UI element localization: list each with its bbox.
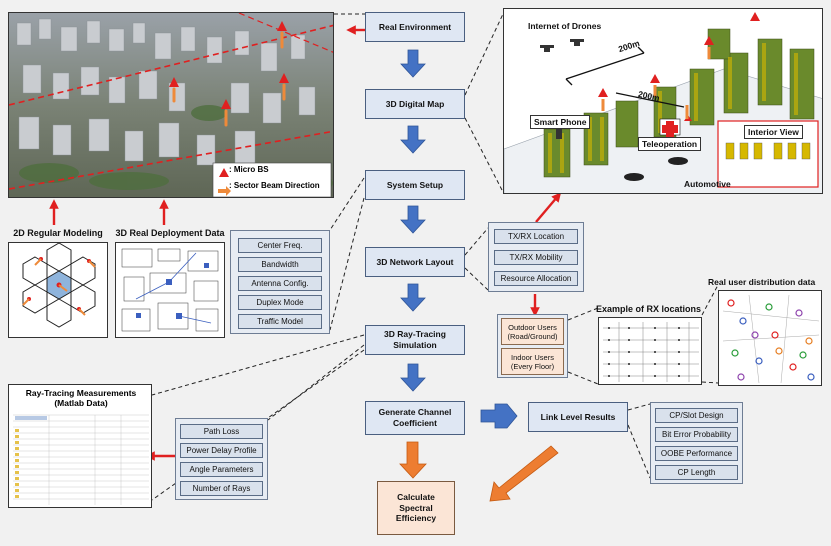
ray-tracing-box: 3D Ray-Tracing Simulation	[365, 325, 465, 355]
oobe-performance-item: OOBE Performance	[655, 446, 738, 461]
spectral-efficiency-box: Calculate Spectral Efficiency	[377, 481, 455, 535]
number-of-rays-item: Number of Rays	[180, 481, 263, 496]
system-setup-box: System Setup	[365, 170, 465, 200]
bandwidth-item: Bandwidth	[238, 257, 322, 272]
traffic-model-item: Traffic Model	[238, 314, 322, 329]
path-loss-item: Path Loss	[180, 424, 263, 439]
user-distribution-image	[718, 290, 822, 386]
channel-coefficient-box: Generate Channel Coefficient	[365, 401, 465, 435]
deployment-map-image	[115, 242, 225, 338]
aerial-photo: : Micro BS : Sector Beam Direction	[8, 12, 334, 198]
cp-length-item: CP Length	[655, 465, 738, 480]
angle-parameters-item: Angle Parameters	[180, 462, 263, 477]
interior-view-label: Interior View	[744, 125, 803, 139]
sector-beam-legend: : Sector Beam Direction	[229, 181, 320, 190]
link-level-box: Link Level Results	[528, 402, 628, 432]
real-deployment-label: 3D Real Deployment Data	[115, 228, 225, 238]
automotive-label: Automotive	[684, 179, 731, 189]
power-delay-profile-item: Power Delay Profile	[180, 443, 263, 458]
txrx-location-item: TX/RX Location	[494, 229, 578, 244]
duplex-mode-item: Duplex Mode	[238, 295, 322, 310]
micro-bs-legend: : Micro BS	[229, 165, 269, 174]
outdoor-users-item: Outdoor Users (Road/Ground)	[501, 318, 564, 345]
final-arrows	[399, 441, 559, 502]
user-distribution-label: Real user distribution data	[708, 277, 816, 287]
resource-allocation-item: Resource Allocation	[494, 271, 578, 286]
antenna-config-item: Antenna Config.	[238, 276, 322, 291]
center-freq-item: Center Freq.	[238, 238, 322, 253]
indoor-users-item: Indoor Users (Every Floor)	[501, 348, 564, 375]
rx-locations-image	[598, 317, 702, 385]
internet-of-drones-label: Internet of Drones	[528, 21, 602, 31]
hexagon-model-image	[8, 242, 108, 338]
measurements-pane: Ray-Tracing Measurements (Matlab Data)	[8, 384, 152, 508]
smart-phone-label: Smart Phone	[530, 115, 591, 129]
teleoperation-label: Teleoperation	[638, 137, 702, 151]
rx-locations-label: Example of RX locations	[596, 304, 702, 314]
bit-error-probability-item: Bit Error Probability	[655, 427, 738, 442]
measurements-title: Ray-Tracing Measurements (Matlab Data)	[25, 388, 137, 409]
txrx-mobility-item: TX/RX Mobility	[494, 250, 578, 265]
network-layout-box: 3D Network Layout	[365, 247, 465, 277]
real-environment-box: Real Environment	[365, 12, 465, 42]
flow-arrows	[400, 49, 518, 429]
cp-slot-design-item: CP/Slot Design	[655, 408, 738, 423]
regular-modeling-label: 2D Regular Modeling	[13, 228, 103, 238]
city-3d-image: Internet of Drones 200m 200m Smart Phone…	[503, 8, 823, 194]
digital-map-box: 3D Digital Map	[365, 89, 465, 119]
